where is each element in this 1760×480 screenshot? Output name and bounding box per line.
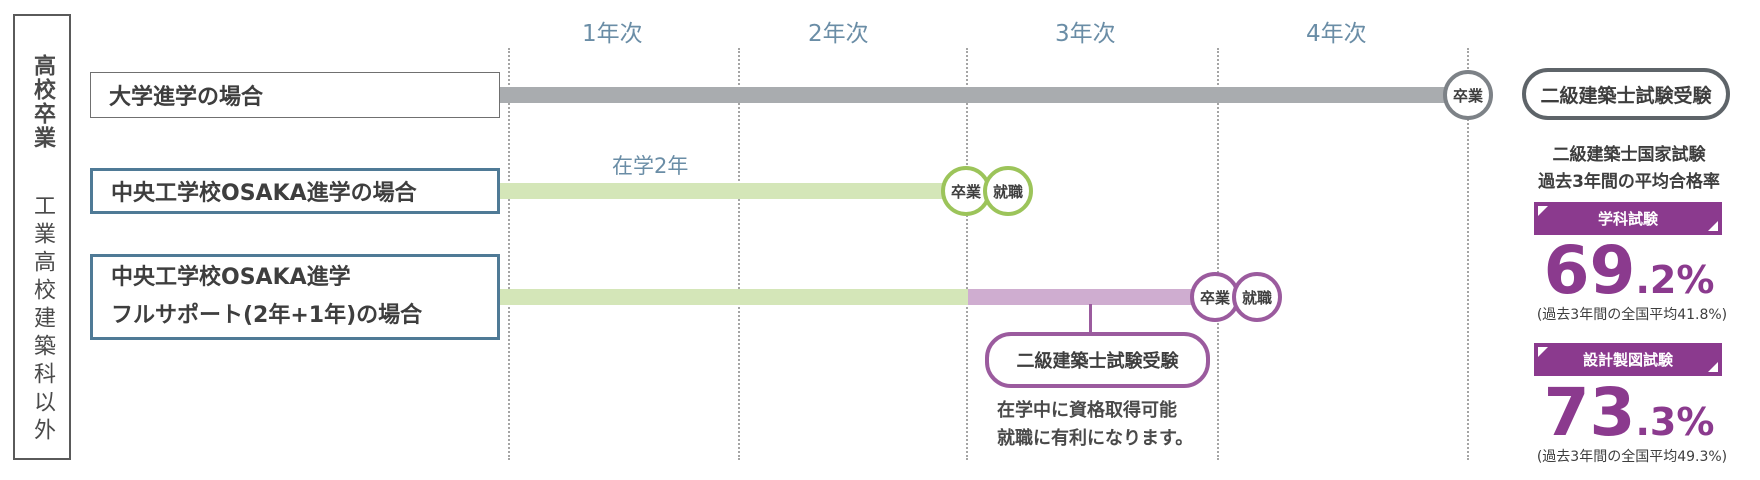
sekkei-average: (過去3年間の全国平均49.3%)	[1536, 449, 1728, 465]
fullsupport-label-line2: フルサポート(2年+1年)の場合	[111, 303, 423, 328]
sekkei-rate-int: 73	[1543, 374, 1636, 451]
left-label-line2: 工業高校建築科以外	[30, 194, 55, 446]
osaka-employ-circle: 就職	[983, 166, 1033, 216]
left-label-box: 高校卒業 工業高校建築科以外	[13, 14, 71, 460]
row-university-label: 大学進学の場合	[90, 72, 500, 118]
badge-corner-icon	[1708, 221, 1718, 231]
year-2-header: 2年次	[808, 21, 869, 47]
year-1-header: 1年次	[582, 21, 643, 47]
row-osaka-label: 中央工学校OSAKA進学の場合	[90, 168, 500, 214]
gakka-label: 学科試験	[1597, 210, 1658, 228]
fullsupport-note-line1: 在学中に資格取得可能	[997, 400, 1177, 421]
gakka-rate-int: 69	[1543, 232, 1636, 309]
stats-title-line1: 二級建築士国家試験	[1552, 145, 1706, 165]
grid-line	[1467, 48, 1469, 460]
exam-connector-line	[1089, 304, 1092, 334]
year-3-header: 3年次	[1055, 21, 1116, 47]
left-label-line1: 高校卒業	[30, 54, 55, 150]
grid-line	[1217, 48, 1219, 460]
sekkei-label: 設計製図試験	[1582, 351, 1673, 369]
badge-corner-icon	[1708, 362, 1718, 372]
gakka-average: (過去3年間の全国平均41.8%)	[1536, 307, 1728, 323]
osaka-timeline-bar	[500, 183, 970, 199]
badge-corner-icon	[1538, 206, 1548, 216]
osaka-duration-label: 在学2年	[612, 154, 689, 178]
fullsupport-timeline-bar-green	[500, 289, 968, 305]
badge-corner-icon	[1538, 347, 1548, 357]
fullsupport-exam-pill: 二級建築士試験受験	[985, 332, 1210, 388]
university-exam-pill: 二級建築士試験受験	[1522, 68, 1730, 120]
grid-line	[508, 48, 510, 460]
gakka-rate-dec: .2%	[1635, 258, 1715, 302]
sekkei-rate-dec: .3%	[1635, 400, 1715, 444]
stats-title-line2: 過去3年間の平均合格率	[1538, 172, 1720, 192]
sekkei-rate: 73.3%	[1514, 380, 1744, 446]
grid-line	[738, 48, 740, 460]
row-fullsupport-label: 中央工学校OSAKA進学 フルサポート(2年+1年)の場合	[90, 254, 500, 340]
grid-line	[966, 48, 968, 460]
osaka-graduate-circle: 卒業	[941, 166, 991, 216]
fullsupport-label-line1: 中央工学校OSAKA進学	[111, 265, 351, 290]
university-graduate-circle: 卒業	[1443, 70, 1493, 120]
fullsupport-timeline-bar-purple	[968, 289, 1221, 305]
sekkei-badge: 設計製図試験	[1534, 343, 1722, 376]
fullsupport-note-line2: 就職に有利になります。	[997, 428, 1194, 449]
year-4-header: 4年次	[1306, 21, 1367, 47]
gakka-rate: 69.2%	[1514, 238, 1744, 304]
university-timeline-bar	[500, 87, 1480, 103]
gakka-badge: 学科試験	[1534, 202, 1722, 235]
fullsupport-employ-circle: 就職	[1232, 272, 1282, 322]
